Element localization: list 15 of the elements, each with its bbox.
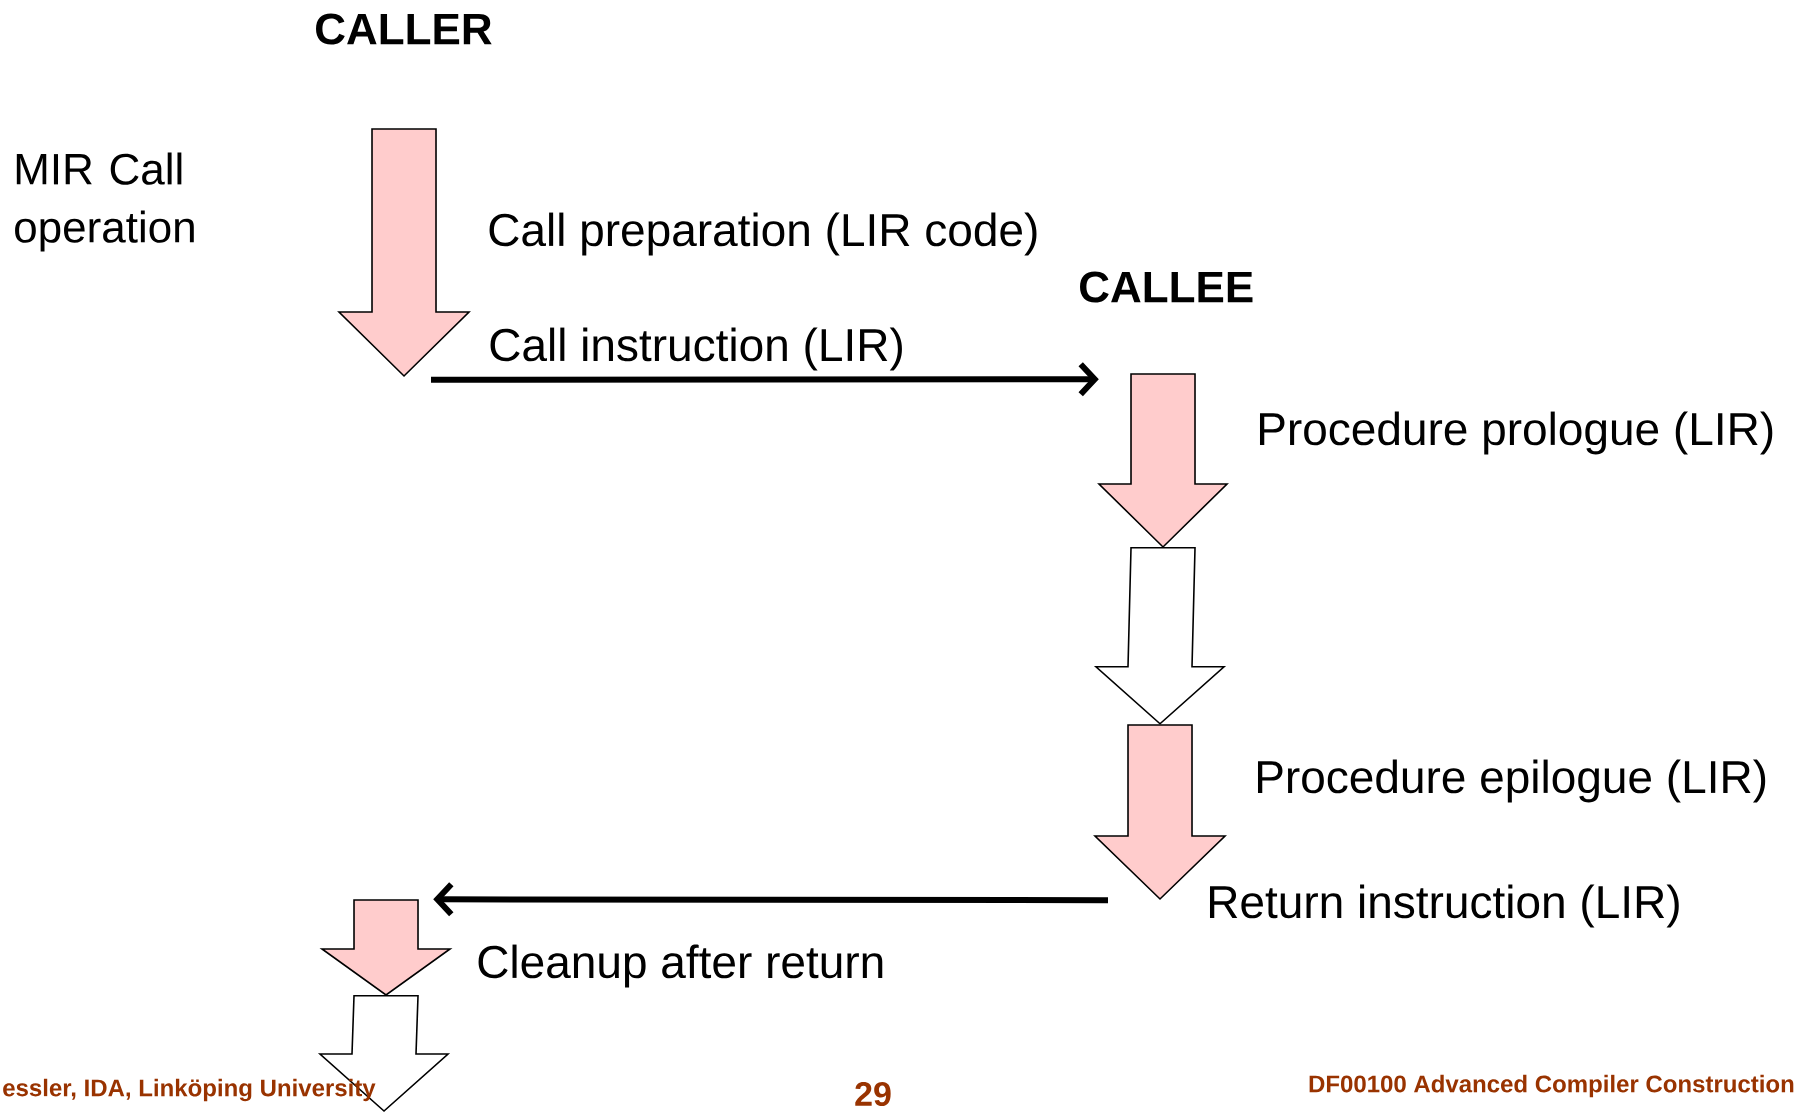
step-label: Cleanup after return xyxy=(478,944,883,988)
block-arrow xyxy=(1097,373,1229,549)
block-arrow xyxy=(319,899,453,996)
step-label: Procedure prologue (LIR) xyxy=(1260,411,1773,455)
footer-text: DF00100 Advanced Compiler Construction xyxy=(1309,1074,1794,1098)
edge-label: Call instruction (LIR) xyxy=(490,327,902,371)
step-label: Call preparation (LIR code) xyxy=(489,212,1037,256)
block-arrow xyxy=(1093,546,1227,725)
block-arrow xyxy=(337,128,471,378)
block-arrow xyxy=(317,994,451,1113)
step-label: Return instruction (LIR) xyxy=(1210,884,1679,928)
side-note: MIR Call operation xyxy=(15,152,194,252)
arrow xyxy=(431,362,1099,397)
step-label: Procedure epilogue (LIR) xyxy=(1258,759,1766,803)
page-number: 29 xyxy=(855,1081,891,1107)
